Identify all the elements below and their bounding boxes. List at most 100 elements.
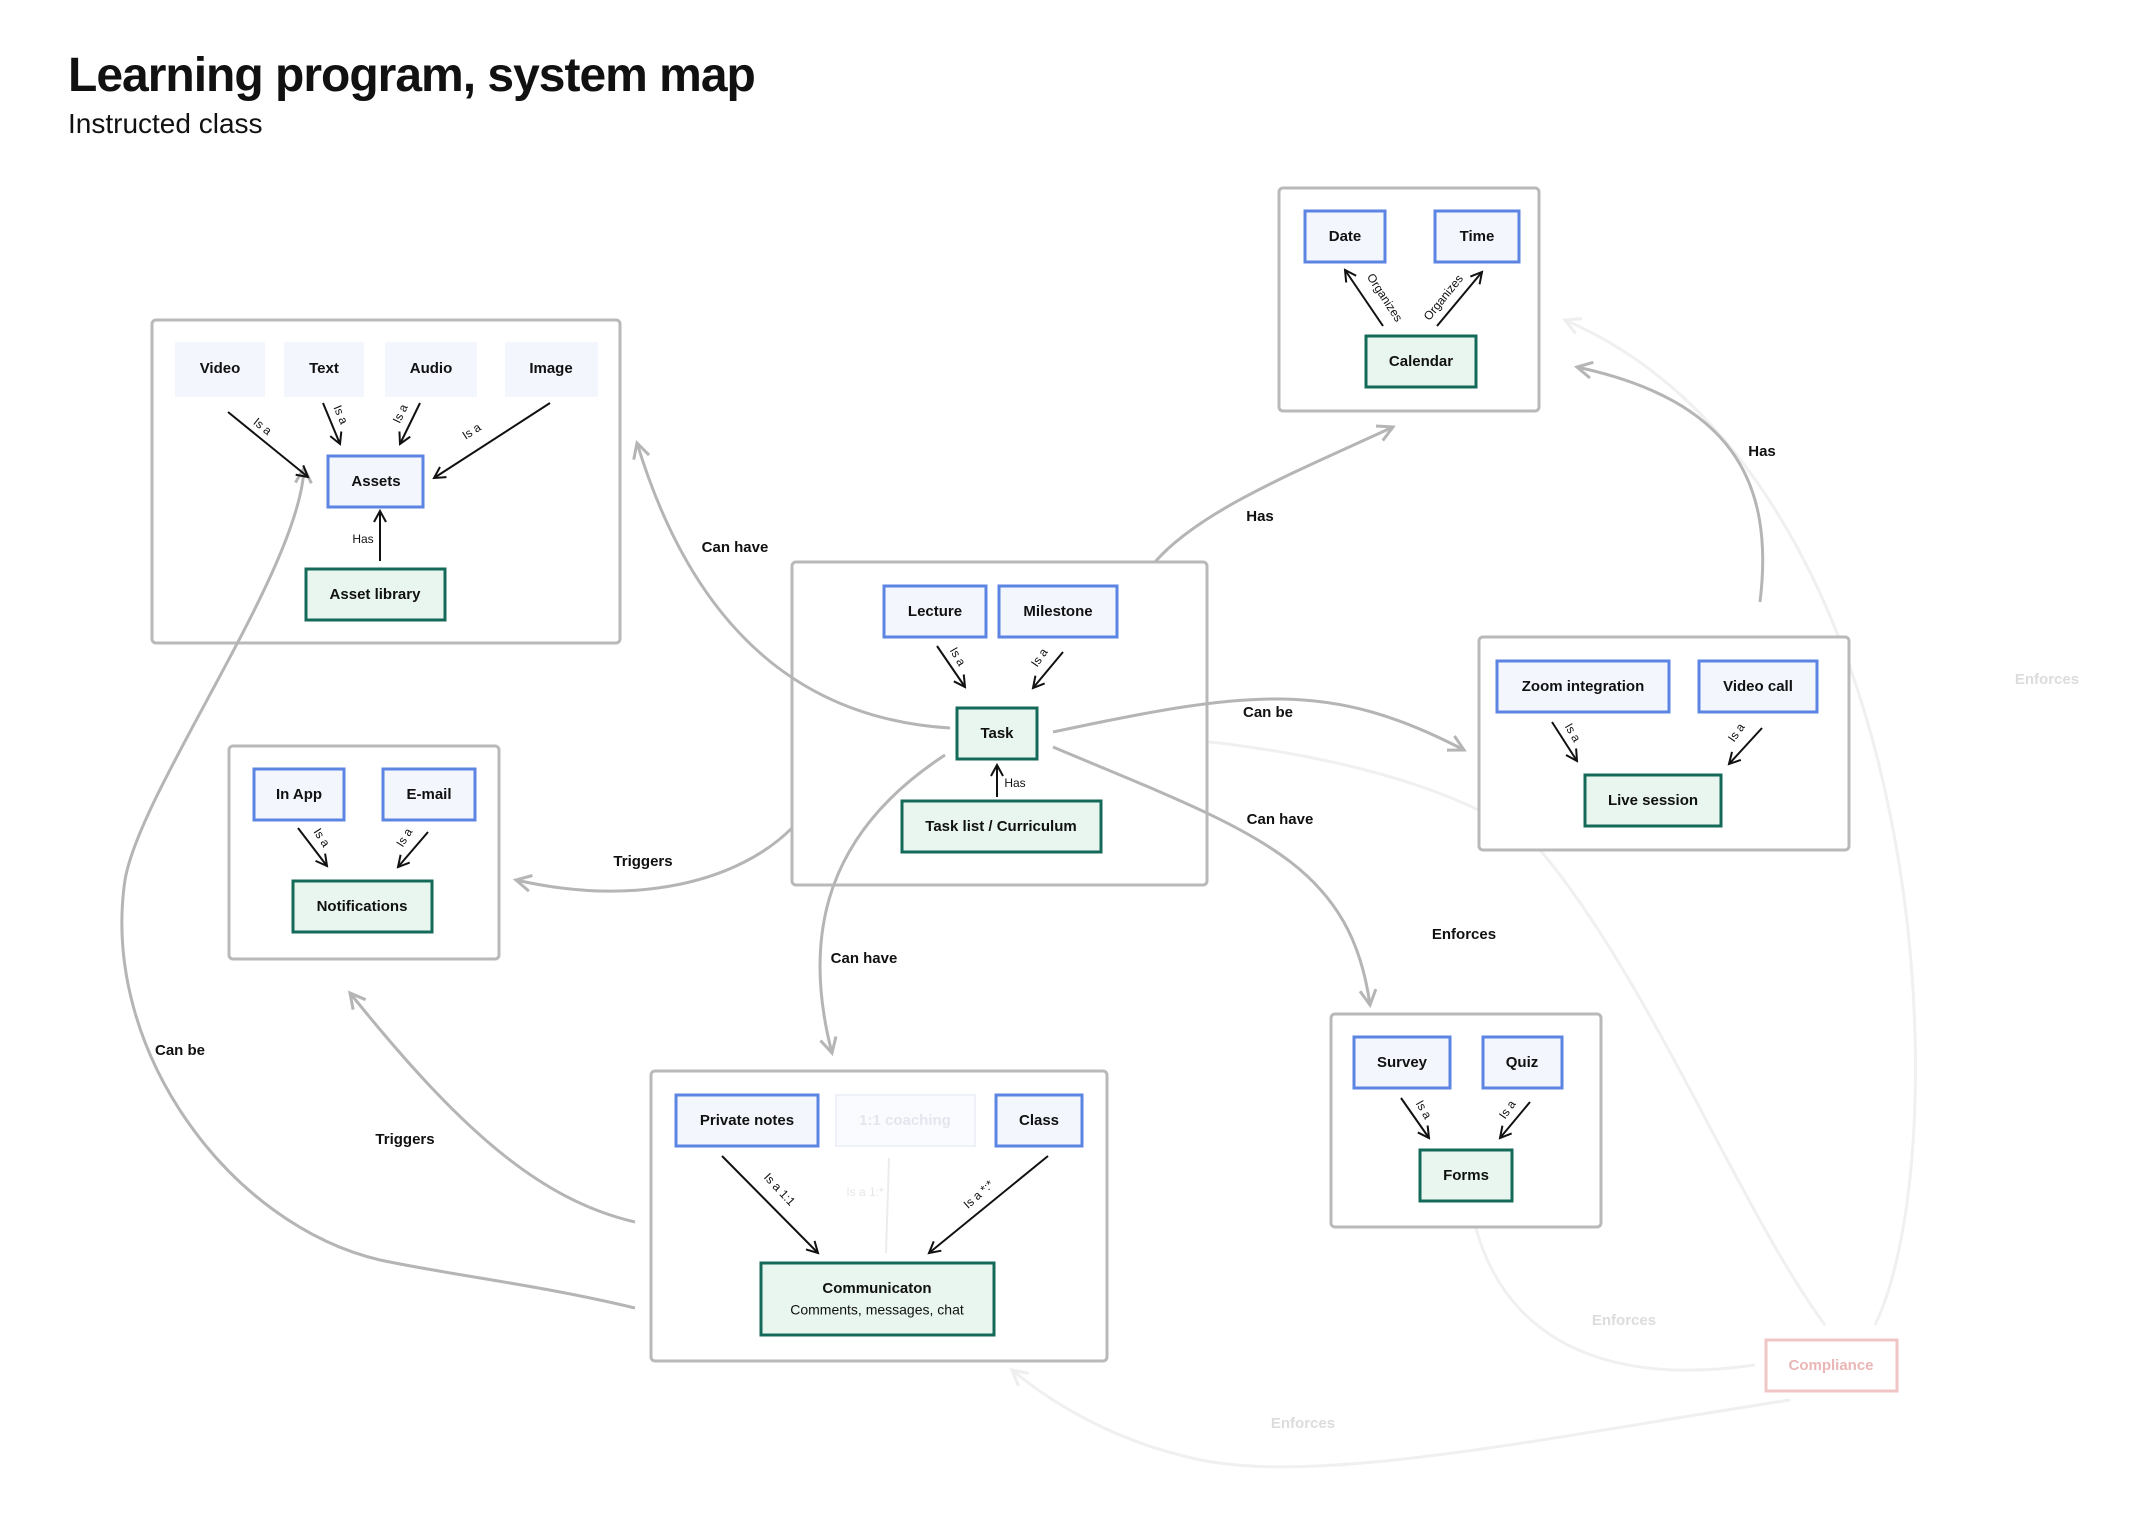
node-date-label: Date bbox=[1329, 228, 1362, 245]
connector-task-communication bbox=[818, 753, 946, 1053]
node-task bbox=[955, 706, 1039, 761]
node-task-list bbox=[900, 799, 1103, 854]
notifications-group-contents: In App E-mail Notifications Is a Is a bbox=[252, 767, 477, 934]
arrow-private-communication bbox=[721, 1155, 818, 1253]
node-email-label: E-mail bbox=[406, 786, 451, 803]
node-lecture bbox=[882, 584, 988, 639]
node-email bbox=[381, 767, 477, 822]
arrow-zoom-live bbox=[1551, 721, 1577, 761]
connector-task-forms bbox=[1052, 745, 1370, 1005]
node-forms-label: Forms bbox=[1443, 1167, 1489, 1184]
rel-library-has: Has bbox=[352, 532, 373, 546]
node-communication bbox=[759, 1261, 996, 1337]
label-has-calendar: Has bbox=[1246, 508, 1274, 525]
node-video-call bbox=[1697, 659, 1819, 714]
rel-coaching-is-a-1-many: Is a 1:* bbox=[846, 1185, 884, 1199]
label-can-be-live: Can be bbox=[1243, 704, 1293, 721]
connector-task-live-session bbox=[1052, 697, 1464, 750]
node-class-label: Class bbox=[1019, 1112, 1059, 1129]
node-in-app-label: In App bbox=[276, 786, 322, 803]
label-can-have-communication: Can have bbox=[831, 950, 898, 967]
rel-tasklist-has: Has bbox=[1004, 776, 1025, 790]
arrow-text-assets bbox=[322, 402, 340, 444]
node-asset-library-label: Asset library bbox=[330, 586, 422, 603]
arrow-class-communication bbox=[929, 1155, 1049, 1253]
node-communication-label: Communicaton bbox=[822, 1280, 931, 1297]
node-forms bbox=[1418, 1148, 1514, 1203]
forms-group-contents: Survey Quiz Forms Is a Is a bbox=[1352, 1035, 1564, 1203]
node-audio-label: Audio bbox=[410, 360, 453, 377]
node-zoom bbox=[1495, 659, 1671, 714]
connector-compliance-communication bbox=[1012, 1370, 1791, 1469]
connector-live-session-calendar bbox=[1577, 367, 1765, 603]
node-text bbox=[284, 342, 364, 397]
node-video bbox=[175, 342, 265, 397]
node-survey-label: Survey bbox=[1377, 1054, 1428, 1071]
node-compliance bbox=[1764, 1338, 1899, 1393]
live-session-group-contents: Zoom integration Video call Live session… bbox=[1495, 659, 1819, 828]
node-milestone bbox=[997, 584, 1119, 639]
node-calendar bbox=[1364, 334, 1478, 389]
node-communication-sublabel: Comments, messages, chat bbox=[790, 1302, 964, 1318]
arrow-calendar-time bbox=[1436, 272, 1482, 327]
connector-task-notifications bbox=[516, 826, 794, 893]
node-survey bbox=[1352, 1035, 1452, 1090]
node-coaching bbox=[835, 1094, 976, 1147]
connector-task-assets bbox=[637, 443, 951, 730]
node-live-session-label: Live session bbox=[1608, 792, 1698, 809]
node-quiz bbox=[1481, 1035, 1564, 1090]
node-task-list-label: Task list / Curriculum bbox=[925, 818, 1076, 835]
node-image-label: Image bbox=[529, 360, 572, 377]
node-milestone-label: Milestone bbox=[1023, 603, 1092, 620]
node-class bbox=[994, 1093, 1084, 1148]
node-lecture-label: Lecture bbox=[908, 603, 962, 620]
arrow-calendar-date bbox=[1345, 270, 1384, 327]
node-private-notes bbox=[674, 1093, 820, 1148]
label-can-have-forms: Can have bbox=[1247, 811, 1314, 828]
arrow-quiz-forms bbox=[1500, 1101, 1531, 1138]
label-triggers-notifications: Triggers bbox=[613, 853, 672, 870]
node-audio bbox=[385, 342, 477, 397]
node-live-session bbox=[1583, 773, 1723, 828]
node-private-notes-label: Private notes bbox=[700, 1112, 794, 1129]
node-in-app bbox=[252, 767, 346, 822]
node-image bbox=[505, 342, 598, 397]
node-notifications bbox=[291, 879, 434, 934]
node-coaching-label: 1:1 coaching bbox=[859, 1112, 951, 1129]
label-triggers-communication: Triggers bbox=[375, 1131, 434, 1148]
node-task-label: Task bbox=[980, 725, 1014, 742]
task-group-contents: Lecture Milestone Task Task list / Curri… bbox=[882, 584, 1119, 854]
node-video-label: Video bbox=[200, 360, 241, 377]
label-enforces-forms-faint: Enforces bbox=[1592, 1312, 1656, 1329]
label-enforces-communication: Enforces bbox=[1271, 1415, 1335, 1432]
connector-communication-notifications bbox=[350, 993, 636, 1224]
arrow-image-assets bbox=[434, 402, 551, 478]
label-enforces-forms: Enforces bbox=[1432, 926, 1496, 943]
main-connectors bbox=[120, 367, 1765, 1310]
label-can-be-assets: Can be bbox=[155, 1042, 205, 1059]
node-assets bbox=[326, 454, 425, 509]
arrow-videocall-live bbox=[1729, 727, 1763, 764]
arrow-video-assets bbox=[227, 411, 308, 477]
arrow-email-notifications bbox=[398, 831, 429, 867]
node-notifications-label: Notifications bbox=[317, 898, 408, 915]
node-video-call-label: Video call bbox=[1723, 678, 1793, 695]
node-assets-label: Assets bbox=[351, 473, 400, 490]
compliance-connectors bbox=[1012, 320, 1917, 1469]
arrow-coaching-communication bbox=[885, 1157, 890, 1254]
connector-compliance-calendar bbox=[1565, 320, 1917, 1326]
node-quiz-label: Quiz bbox=[1506, 1054, 1539, 1071]
node-date bbox=[1303, 209, 1387, 264]
node-time-label: Time bbox=[1460, 228, 1495, 245]
arrow-audio-assets bbox=[400, 402, 421, 444]
node-zoom-label: Zoom integration bbox=[1522, 678, 1645, 695]
label-can-have-assets: Can have bbox=[702, 539, 769, 556]
connector-compliance-forms bbox=[1473, 1224, 1756, 1372]
arrow-lecture-task bbox=[936, 645, 965, 687]
node-time bbox=[1433, 209, 1521, 264]
connector-communication-assets bbox=[120, 468, 636, 1310]
node-calendar-label: Calendar bbox=[1389, 353, 1453, 370]
arrow-inapp-notifications bbox=[297, 827, 327, 866]
page-subtitle: Instructed class bbox=[68, 108, 263, 139]
